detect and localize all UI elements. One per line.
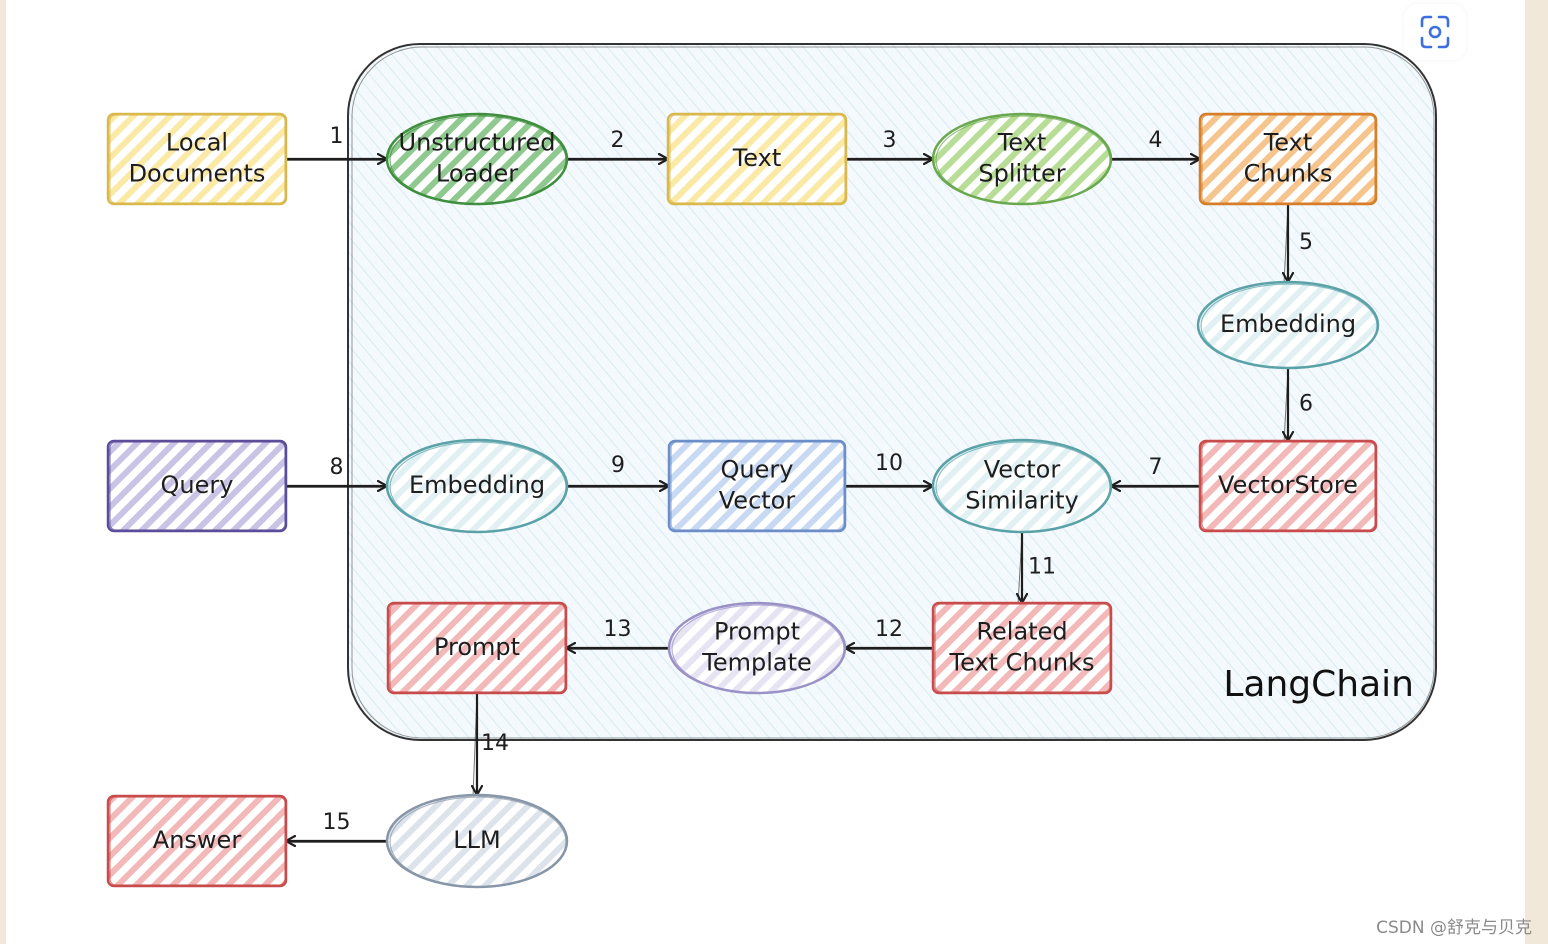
edge-label: 6 bbox=[1299, 392, 1313, 417]
node-label: Text bbox=[997, 129, 1047, 157]
node-label: Related bbox=[976, 618, 1067, 646]
edge-label: 8 bbox=[330, 455, 344, 480]
node-label: Unstructured bbox=[399, 129, 556, 157]
edge-6: 6 bbox=[1284, 366, 1313, 443]
edge-label: 10 bbox=[875, 451, 903, 476]
node-label: Text bbox=[732, 144, 782, 172]
node-label: LLM bbox=[453, 826, 500, 854]
node-prompt: Prompt bbox=[386, 601, 568, 695]
edge-1: 1 bbox=[284, 124, 389, 161]
edge-2: 2 bbox=[565, 128, 670, 161]
node-text: Text bbox=[666, 112, 848, 206]
node-vectorstore: VectorStore bbox=[1198, 439, 1378, 533]
edge-label: 2 bbox=[611, 128, 625, 153]
edge-label: 4 bbox=[1149, 128, 1163, 153]
node-answer: Answer bbox=[106, 794, 288, 888]
node-label: Splitter bbox=[978, 160, 1065, 188]
node-label: Prompt bbox=[714, 618, 800, 646]
node-label: Vector bbox=[984, 456, 1061, 484]
node-label: Query bbox=[721, 456, 794, 484]
edge-label: 9 bbox=[611, 453, 625, 478]
node-label: Text bbox=[1263, 129, 1313, 157]
edge-label: 7 bbox=[1149, 455, 1163, 480]
node-label: Embedding bbox=[409, 471, 545, 499]
edge-label: 12 bbox=[875, 617, 903, 642]
edge-label: 11 bbox=[1028, 555, 1056, 580]
node-label: Local bbox=[166, 129, 228, 157]
scan-image-icon bbox=[1420, 15, 1450, 49]
node-query: Query bbox=[106, 439, 288, 533]
node-embedding-docs: Embedding bbox=[1196, 280, 1380, 370]
langchain-group-frame bbox=[347, 43, 1437, 741]
node-label: Text Chunks bbox=[949, 649, 1095, 677]
langchain-group-label: LangChain bbox=[1223, 664, 1414, 705]
edge-3: 3 bbox=[844, 128, 935, 161]
node-llm: LLM bbox=[385, 793, 569, 889]
node-label: Chunks bbox=[1244, 160, 1333, 188]
edge-label: 15 bbox=[323, 810, 351, 835]
edge-13: 13 bbox=[562, 617, 671, 650]
node-label: Documents bbox=[129, 160, 266, 188]
edge-label: 1 bbox=[330, 124, 344, 149]
edge-10: 10 bbox=[843, 451, 935, 488]
edge-5: 5 bbox=[1284, 202, 1313, 284]
edge-14: 14 bbox=[473, 691, 509, 797]
node-embedding-query: Embedding bbox=[385, 438, 569, 534]
edge-11: 11 bbox=[1018, 530, 1056, 605]
node-label: VectorStore bbox=[1218, 471, 1358, 499]
edge-label: 3 bbox=[883, 128, 897, 153]
node-label: Embedding bbox=[1220, 310, 1356, 338]
node-label: Vector bbox=[719, 487, 796, 515]
edge-9: 9 bbox=[565, 453, 671, 488]
node-label: Prompt bbox=[434, 633, 520, 661]
scan-image-button[interactable] bbox=[1404, 4, 1466, 60]
edge-4: 4 bbox=[1109, 128, 1202, 161]
node-label: Answer bbox=[153, 826, 242, 854]
csdn-watermark: CSDN @舒克与贝克 bbox=[1376, 918, 1532, 938]
edge-15: 15 bbox=[282, 810, 389, 843]
edge-label: 14 bbox=[481, 731, 509, 756]
node-label: Template bbox=[701, 649, 812, 677]
edge-label: 5 bbox=[1299, 230, 1313, 255]
edge-7: 7 bbox=[1107, 455, 1202, 488]
node-label: Similarity bbox=[965, 487, 1078, 515]
edge-label: 13 bbox=[604, 617, 632, 642]
edge-12: 12 bbox=[841, 617, 935, 650]
edge-8: 8 bbox=[284, 455, 389, 488]
node-label: Query bbox=[161, 471, 234, 499]
node-label: Loader bbox=[436, 160, 518, 188]
